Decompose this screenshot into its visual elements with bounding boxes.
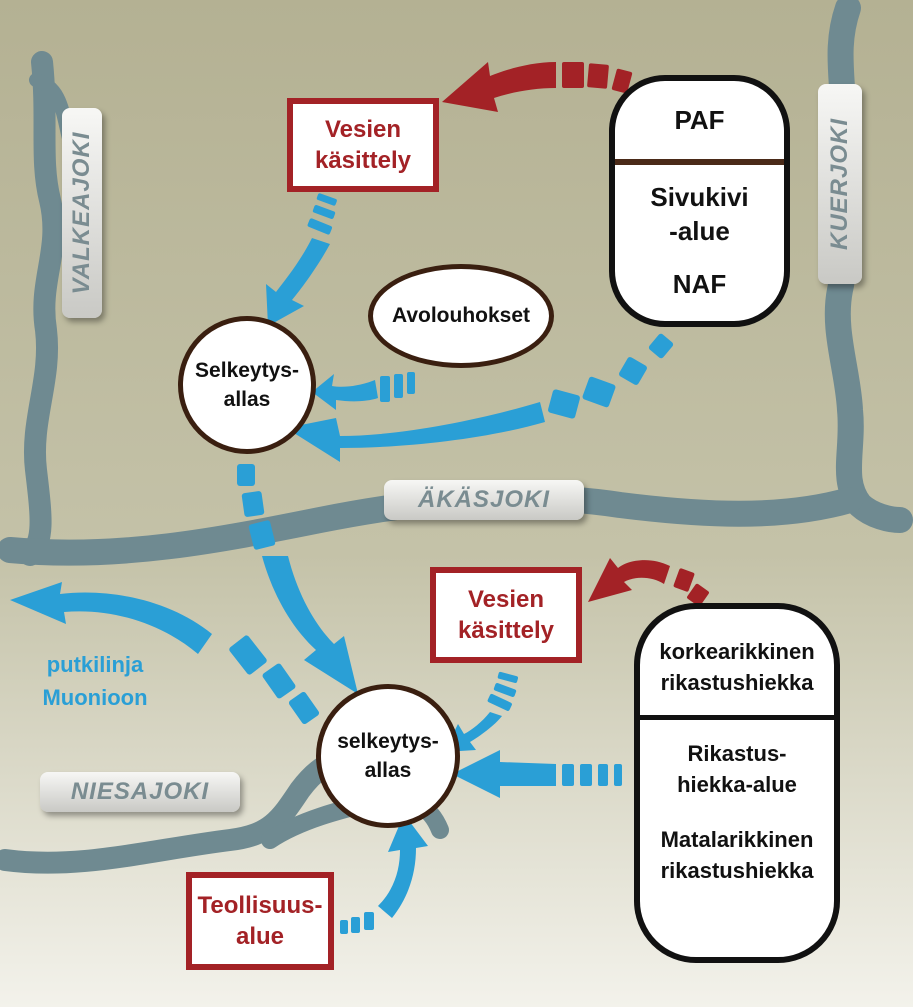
- sivukivi-naf: NAF: [672, 268, 727, 299]
- river-valkeajoki: [19, 51, 65, 566]
- node-teollisuusalue: Teollisuus- alue: [186, 872, 334, 970]
- river-label-niesajoki: NIESAJOKI: [40, 772, 240, 812]
- flow-avolouhokset-to-selkeytys: [312, 372, 415, 410]
- putkilinja-label: putkilinja Muonioon: [20, 648, 170, 714]
- node-sivukivialue: PAF Sivukivi -alue NAF: [609, 75, 790, 327]
- node-selkeytysallas-bottom: selkeytys- allas: [316, 684, 460, 828]
- node-teollisuus-line2: alue: [235, 923, 285, 950]
- node-selkeytys-bottom-line1: selkeytys-: [337, 730, 439, 753]
- river-valkeajoki-text: VALKEAJOKI: [68, 131, 95, 295]
- rikastus-divider: [640, 715, 834, 720]
- flow-rikastus-to-vesien-bottom: [588, 558, 709, 607]
- node-vesien-bottom-line2: käsittely: [457, 617, 555, 644]
- node-selkeytysallas-top: Selkeytys- allas: [178, 316, 316, 454]
- rikastus-middle-line1: Rikastus-: [687, 741, 787, 766]
- river-niesajoki-text: NIESAJOKI: [70, 778, 210, 805]
- river-akasjoki-text: ÄKÄSJOKI: [417, 486, 551, 513]
- rikastus-middle-line2: hiekka-alue: [677, 772, 797, 797]
- red-flows: [442, 62, 709, 607]
- rikastus-bottom-section: Matalarikkinen rikastushiekka: [640, 809, 834, 901]
- flow-selkeytys-to-putkilinja: [10, 582, 320, 725]
- river-label-kuerjoki: KUERJOKI: [818, 84, 862, 284]
- river-niesajoki: [0, 749, 356, 874]
- putkilinja-line1: putkilinja: [46, 652, 144, 677]
- sivukivi-middle-line1: Sivukivi: [650, 182, 749, 212]
- sivukivi-naf-section: NAF: [615, 261, 784, 307]
- putkilinja-line2: Muonioon: [42, 685, 148, 710]
- node-vesien-kasittely-top: Vesien käsittely: [287, 98, 439, 192]
- flow-selkeytys-to-selkeytys: [237, 464, 358, 694]
- river-kuerjoki-text: KUERJOKI: [826, 117, 853, 251]
- node-vesien-top-line2: käsittely: [314, 147, 412, 174]
- flow-vesien-top-to-selkeytys: [266, 193, 337, 326]
- flow-teollisuus-to-selkeytys: [340, 814, 428, 934]
- rikastus-middle-section: Rikastus- hiekka-alue: [640, 727, 834, 811]
- rikastus-top-line2: rikastushiekka: [660, 670, 814, 695]
- flow-sivukivi-to-selkeytys: [286, 333, 674, 462]
- rikastus-bottom-line2: rikastushiekka: [660, 858, 814, 883]
- rikastus-top-section: korkearikkinen rikastushiekka: [640, 621, 834, 713]
- node-vesien-bottom-line1: Vesien: [467, 586, 545, 613]
- sivukivi-paf-section: PAF: [615, 81, 784, 159]
- node-rikastushiekka-alue: korkearikkinen rikastushiekka Rikastus- …: [634, 603, 840, 963]
- node-avolouhokset: Avolouhokset: [368, 264, 554, 368]
- node-selkeytys-top-line2: allas: [223, 388, 271, 411]
- sivukivi-paf: PAF: [674, 104, 725, 135]
- node-teollisuus-line1: Teollisuus-: [197, 892, 323, 919]
- rikastus-bottom-line1: Matalarikkinen: [660, 827, 814, 852]
- node-vesien-kasittely-bottom: Vesien käsittely: [430, 567, 582, 663]
- flow-rikastus-to-selkeytys: [452, 750, 622, 798]
- river-label-valkeajoki: VALKEAJOKI: [62, 108, 102, 318]
- blue-flows: [10, 193, 674, 934]
- flow-sivukivi-to-vesien-top: [442, 62, 633, 112]
- node-avolouhokset-text: Avolouhokset: [391, 304, 531, 327]
- sivukivi-middle-section: Sivukivi -alue: [615, 169, 784, 259]
- node-selkeytys-top-line1: Selkeytys-: [195, 359, 299, 382]
- rikastus-top-line1: korkearikkinen: [659, 639, 815, 664]
- sivukivi-middle-line2: -alue: [669, 216, 730, 246]
- node-selkeytys-bottom-line2: allas: [364, 759, 412, 782]
- river-label-akasjoki: ÄKÄSJOKI: [384, 480, 584, 520]
- sivukivi-divider: [615, 159, 784, 165]
- node-vesien-top-line1: Vesien: [324, 116, 402, 143]
